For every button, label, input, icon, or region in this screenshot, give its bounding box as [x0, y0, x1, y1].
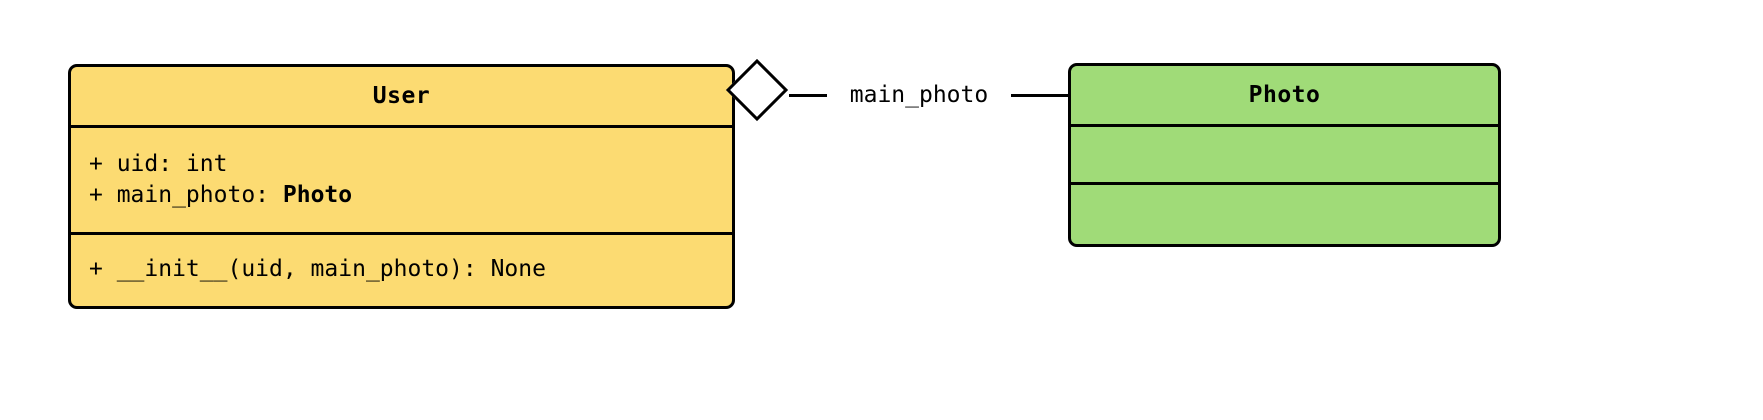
uml-class-user[interactable]: User + uid: int + main_photo: Photo + __…: [68, 64, 735, 309]
attribute-type-ref: Photo: [282, 182, 353, 208]
uml-class-photo[interactable]: Photo: [1068, 63, 1501, 247]
attribute-row: + uid: int: [89, 149, 714, 180]
class-attributes-user: + uid: int + main_photo: Photo: [71, 125, 732, 232]
connector-line-right: [1010, 94, 1070, 97]
attribute-text: + main_photo:: [89, 182, 283, 208]
method-row: + __init__(uid, main_photo): None: [89, 254, 714, 285]
connector-line-left: [789, 94, 827, 97]
class-attributes-photo: [1071, 124, 1498, 182]
method-text: + __init__(uid, main_photo): None: [89, 255, 546, 282]
attribute-row: + main_photo: Photo: [89, 180, 714, 211]
aggregation-diamond-icon: [725, 58, 789, 122]
relationship-label: main_photo: [827, 80, 1011, 110]
attribute-text: + uid: int: [89, 151, 228, 177]
class-methods-photo: [1071, 182, 1498, 244]
class-methods-user: + __init__(uid, main_photo): None: [71, 232, 732, 303]
class-title-user: User: [372, 83, 431, 109]
class-title-photo: Photo: [1248, 82, 1321, 108]
